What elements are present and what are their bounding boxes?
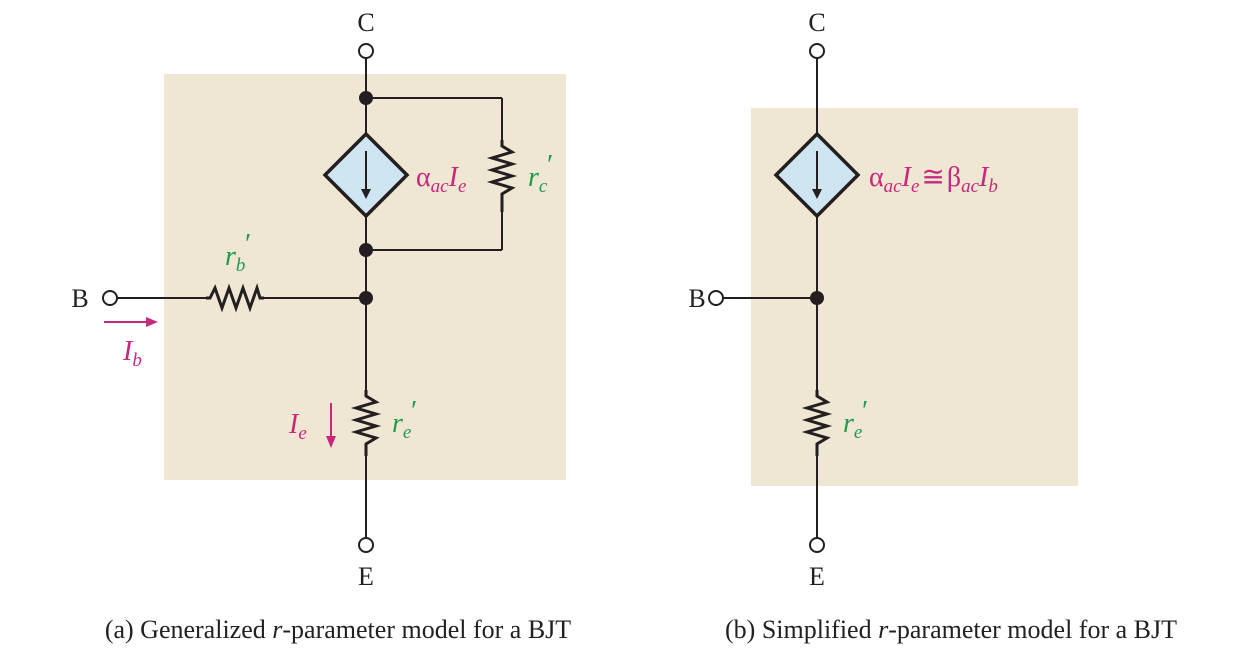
label-b-b: B — [688, 284, 705, 313]
re-resistor-b — [801, 390, 833, 456]
terminal-base-a — [102, 290, 118, 306]
source-label-a: αacIe — [416, 162, 466, 197]
label-b-a: B — [71, 284, 88, 313]
re-resistor — [350, 390, 382, 456]
node-base-junction-b — [810, 291, 824, 305]
rc-label: rc′ — [528, 150, 552, 197]
label-e-a: E — [358, 562, 374, 591]
ie-label: Ie — [288, 409, 307, 444]
caption-b: (b) Simplified r-parameter model for a B… — [725, 615, 1177, 644]
terminal-emitter-b — [809, 537, 825, 553]
ib-label: Ib — [122, 336, 142, 371]
node-source-bottom — [359, 243, 373, 257]
label-c-a: C — [357, 8, 374, 37]
terminal-base-b — [708, 290, 724, 306]
node-collector-junction — [359, 91, 373, 105]
rb-label: rb′ — [225, 229, 250, 276]
re-label-b: re′ — [843, 396, 867, 443]
label-c-b: C — [808, 8, 825, 37]
source-label-b: αacIe≅βacIb — [869, 162, 998, 197]
terminal-emitter-a — [358, 537, 374, 553]
diagram-b: C E B αacIe≅βacIb re′ (b) Simplified r-p… — [688, 8, 1177, 644]
rc-resistor — [486, 140, 518, 212]
diagram-a: C E B αacIe rc′ rb′ re′ Ib Ie (a) Genera… — [71, 8, 571, 644]
re-label-a: re′ — [392, 396, 416, 443]
rb-resistor — [206, 283, 264, 313]
label-e-b: E — [809, 562, 825, 591]
caption-a: (a) Generalized r-parameter model for a … — [105, 615, 571, 644]
terminal-collector-a — [358, 43, 374, 59]
terminal-collector-b — [809, 43, 825, 59]
node-base-junction — [359, 291, 373, 305]
